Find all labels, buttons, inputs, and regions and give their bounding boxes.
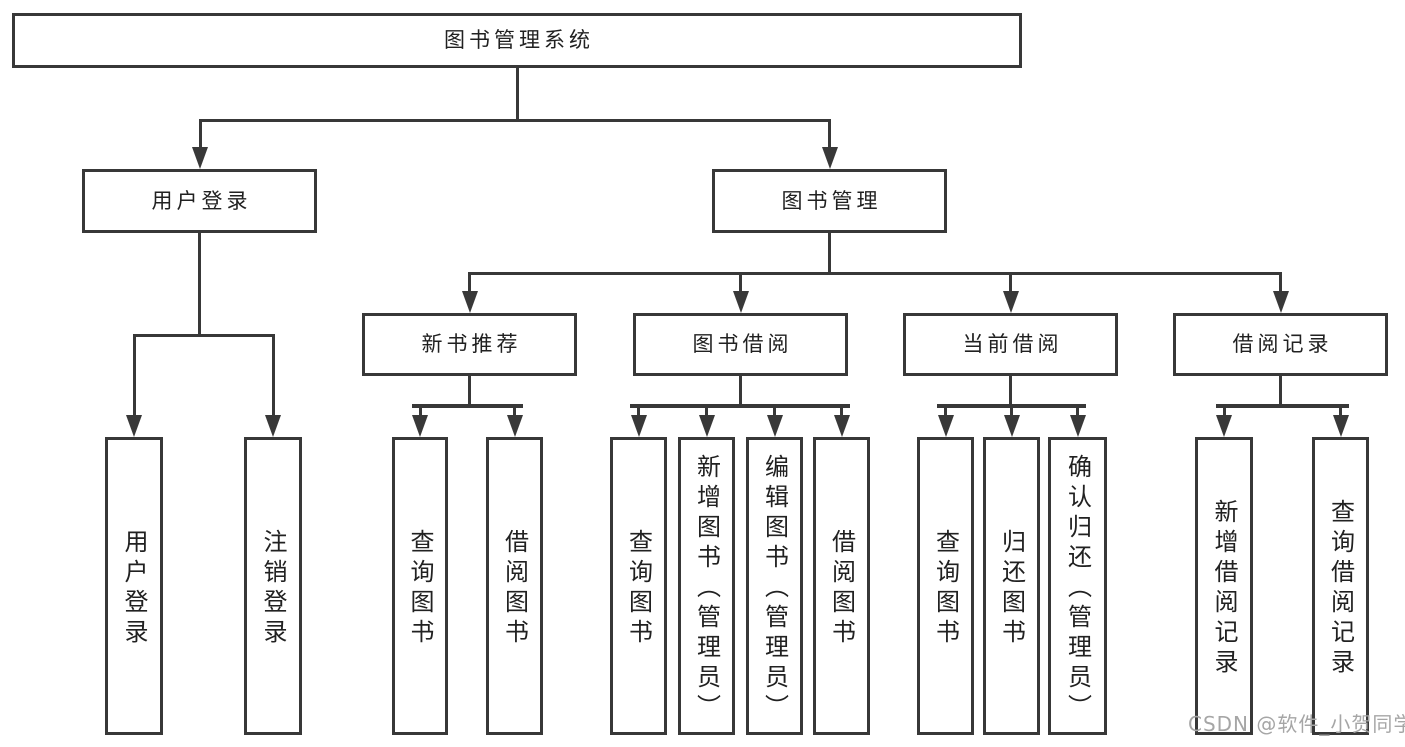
- connector-line: [840, 404, 843, 417]
- node-label: 新增图书（管理员）: [692, 454, 721, 724]
- connector-line: [132, 334, 136, 417]
- connector-line: [828, 119, 831, 149]
- node-label: 图书借阅: [692, 332, 793, 356]
- leaf-newbook-borrow-books: 借阅图书: [486, 437, 543, 735]
- arrow-down-icon: [821, 147, 838, 169]
- connector-line: [828, 233, 831, 275]
- connector-line: [418, 404, 422, 417]
- arrow-down-icon: [833, 415, 850, 437]
- connector-line: [637, 404, 640, 417]
- node-label: 借阅图书: [500, 529, 529, 649]
- node-borrow-record: 借阅记录: [1173, 313, 1388, 376]
- leaf-logout: 注销登录: [244, 437, 302, 735]
- arrow-down-icon: [1216, 415, 1232, 437]
- connector-line: [739, 376, 742, 407]
- node-label: 编辑图书（管理员）: [760, 454, 789, 724]
- node-label: 图书管理系统: [444, 28, 594, 52]
- connector-line: [468, 376, 471, 407]
- connector-line: [271, 334, 275, 417]
- connector-line: [198, 233, 201, 337]
- leaf-current-query-books: 查询图书: [917, 437, 974, 735]
- arrow-down-icon: [265, 415, 281, 437]
- node-label: 借阅图书: [827, 529, 856, 649]
- arrow-down-icon: [698, 415, 715, 437]
- leaf-add-borrow-record: 新增借阅记录: [1195, 437, 1253, 735]
- connector-line: [468, 272, 1281, 275]
- node-book-borrow: 图书借阅: [633, 313, 848, 376]
- arrow-down-icon: [937, 415, 954, 437]
- node-label: 借阅记录: [1232, 332, 1333, 356]
- connector-line: [1279, 272, 1282, 294]
- node-label: 查询图书: [931, 529, 960, 649]
- node-book-mgmt: 图书管理: [712, 169, 947, 233]
- arrow-down-icon: [192, 147, 208, 169]
- leaf-user-login: 用户登录: [105, 437, 163, 735]
- node-new-book: 新书推荐: [362, 313, 577, 376]
- connector-line: [705, 404, 708, 417]
- leaf-confirm-return-admin: 确认归还（管理员）: [1048, 437, 1107, 735]
- node-label: 新增借阅记录: [1210, 499, 1238, 679]
- arrow-down-icon: [412, 415, 428, 437]
- connector-line: [630, 404, 850, 408]
- arrow-down-icon: [1272, 291, 1289, 313]
- node-label: 查询图书: [624, 529, 653, 649]
- node-label: 图书管理: [781, 188, 882, 213]
- connector-line: [1076, 404, 1079, 417]
- leaf-borrow-books: 借阅图书: [813, 437, 870, 735]
- arrow-down-icon: [732, 291, 749, 313]
- arrow-down-icon: [1002, 291, 1019, 313]
- connector-line: [1216, 404, 1349, 408]
- arrow-down-icon: [630, 415, 647, 437]
- arrow-down-icon: [126, 415, 142, 437]
- arrow-down-icon: [1332, 415, 1349, 437]
- connector-line: [1339, 404, 1342, 417]
- connector-line: [198, 119, 831, 122]
- node-label: 当前借阅: [962, 332, 1063, 356]
- leaf-add-books-admin: 新增图书（管理员）: [678, 437, 735, 735]
- connector-line: [468, 272, 471, 294]
- node-label: 新书推荐: [421, 332, 522, 356]
- node-label: 查询图书: [406, 529, 434, 649]
- connector-line: [1010, 404, 1013, 417]
- node-label: 确认归还（管理员）: [1063, 454, 1092, 724]
- connector-line: [515, 68, 519, 119]
- arrow-down-icon: [1003, 415, 1020, 437]
- connector-line: [944, 404, 947, 417]
- node-root: 图书管理系统: [12, 13, 1022, 68]
- node-label: 用户登录: [120, 529, 148, 649]
- connector-line: [739, 272, 742, 294]
- connector-line: [513, 404, 516, 417]
- leaf-newbook-query-books: 查询图书: [392, 437, 448, 735]
- connector-line: [773, 404, 776, 417]
- connector-line: [412, 404, 523, 408]
- arrow-down-icon: [506, 415, 523, 437]
- leaf-query-borrow-record: 查询借阅记录: [1312, 437, 1369, 735]
- node-user-login: 用户登录: [82, 169, 317, 233]
- node-label: 归还图书: [997, 529, 1026, 649]
- arrow-down-icon: [461, 291, 478, 313]
- leaf-borrow-query-books: 查询图书: [610, 437, 667, 735]
- arrow-down-icon: [1069, 415, 1086, 437]
- node-current-borrow: 当前借阅: [903, 313, 1118, 376]
- arrow-down-icon: [766, 415, 783, 437]
- leaf-return-books: 归还图书: [983, 437, 1040, 735]
- connector-line: [1009, 272, 1012, 294]
- node-label: 注销登录: [259, 529, 287, 649]
- connector-line: [1279, 376, 1282, 407]
- connector-line: [1222, 404, 1226, 417]
- connector-line: [132, 334, 275, 337]
- connector-line: [1009, 376, 1012, 407]
- node-label: 用户登录: [151, 188, 252, 213]
- node-label: 查询借阅记录: [1326, 499, 1355, 679]
- watermark-text: CSDN @软件_小贺同学: [1188, 712, 1405, 736]
- connector-line: [198, 119, 202, 149]
- leaf-edit-books-admin: 编辑图书（管理员）: [746, 437, 803, 735]
